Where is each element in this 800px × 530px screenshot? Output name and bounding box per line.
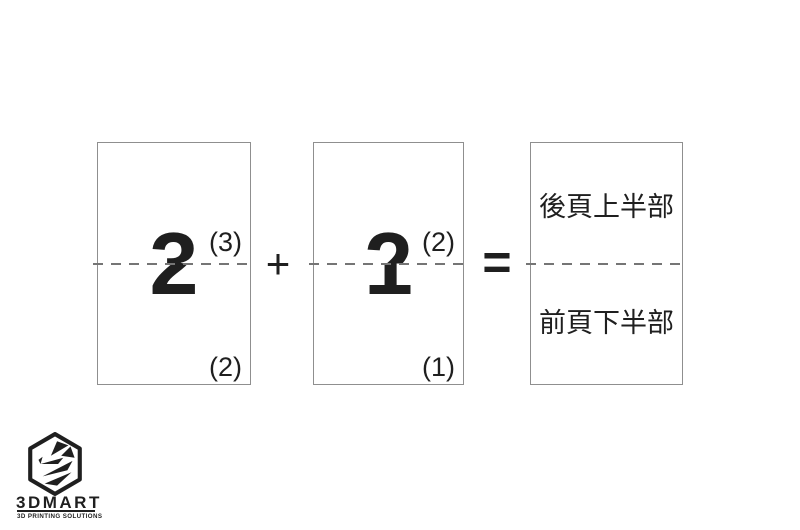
composite-digit: 2 1 [314,213,463,313]
fold-dashed-line [526,263,687,265]
equals-operator: = [482,234,512,290]
hexagon-logo-icon [28,432,82,496]
brand-name: 3DMART [16,493,102,512]
fold-dashed-line [309,263,468,265]
brand-tagline: 3D PRINTING SOLUTIONS [17,513,103,520]
fold-dashed-line [93,263,255,265]
legend-card: 後頁上半部 前頁下半部 [526,142,687,385]
digit-bottom-half: 2 [149,213,199,313]
digit-top-half: 2 [364,213,413,313]
digit-bottom-half: 1 [364,213,413,313]
sheet-card-front-side: 2 1 (2) (1) [309,142,468,385]
digit-top-half: 3 [149,213,199,313]
page-number-label: (2) [209,352,242,382]
sheet-card-back-side: 3 2 (3) (2) [93,142,255,385]
composite-digit: 3 2 [98,213,250,313]
brand-underline [17,510,95,512]
legend-lower-text: 前頁下半部 [539,308,674,339]
page-number-label: (1) [422,352,455,382]
page-number-label: (2) [422,227,455,257]
page-number-label: (3) [209,227,242,257]
plus-operator: + [265,240,291,287]
legend-upper-text: 後頁上半部 [539,192,674,223]
